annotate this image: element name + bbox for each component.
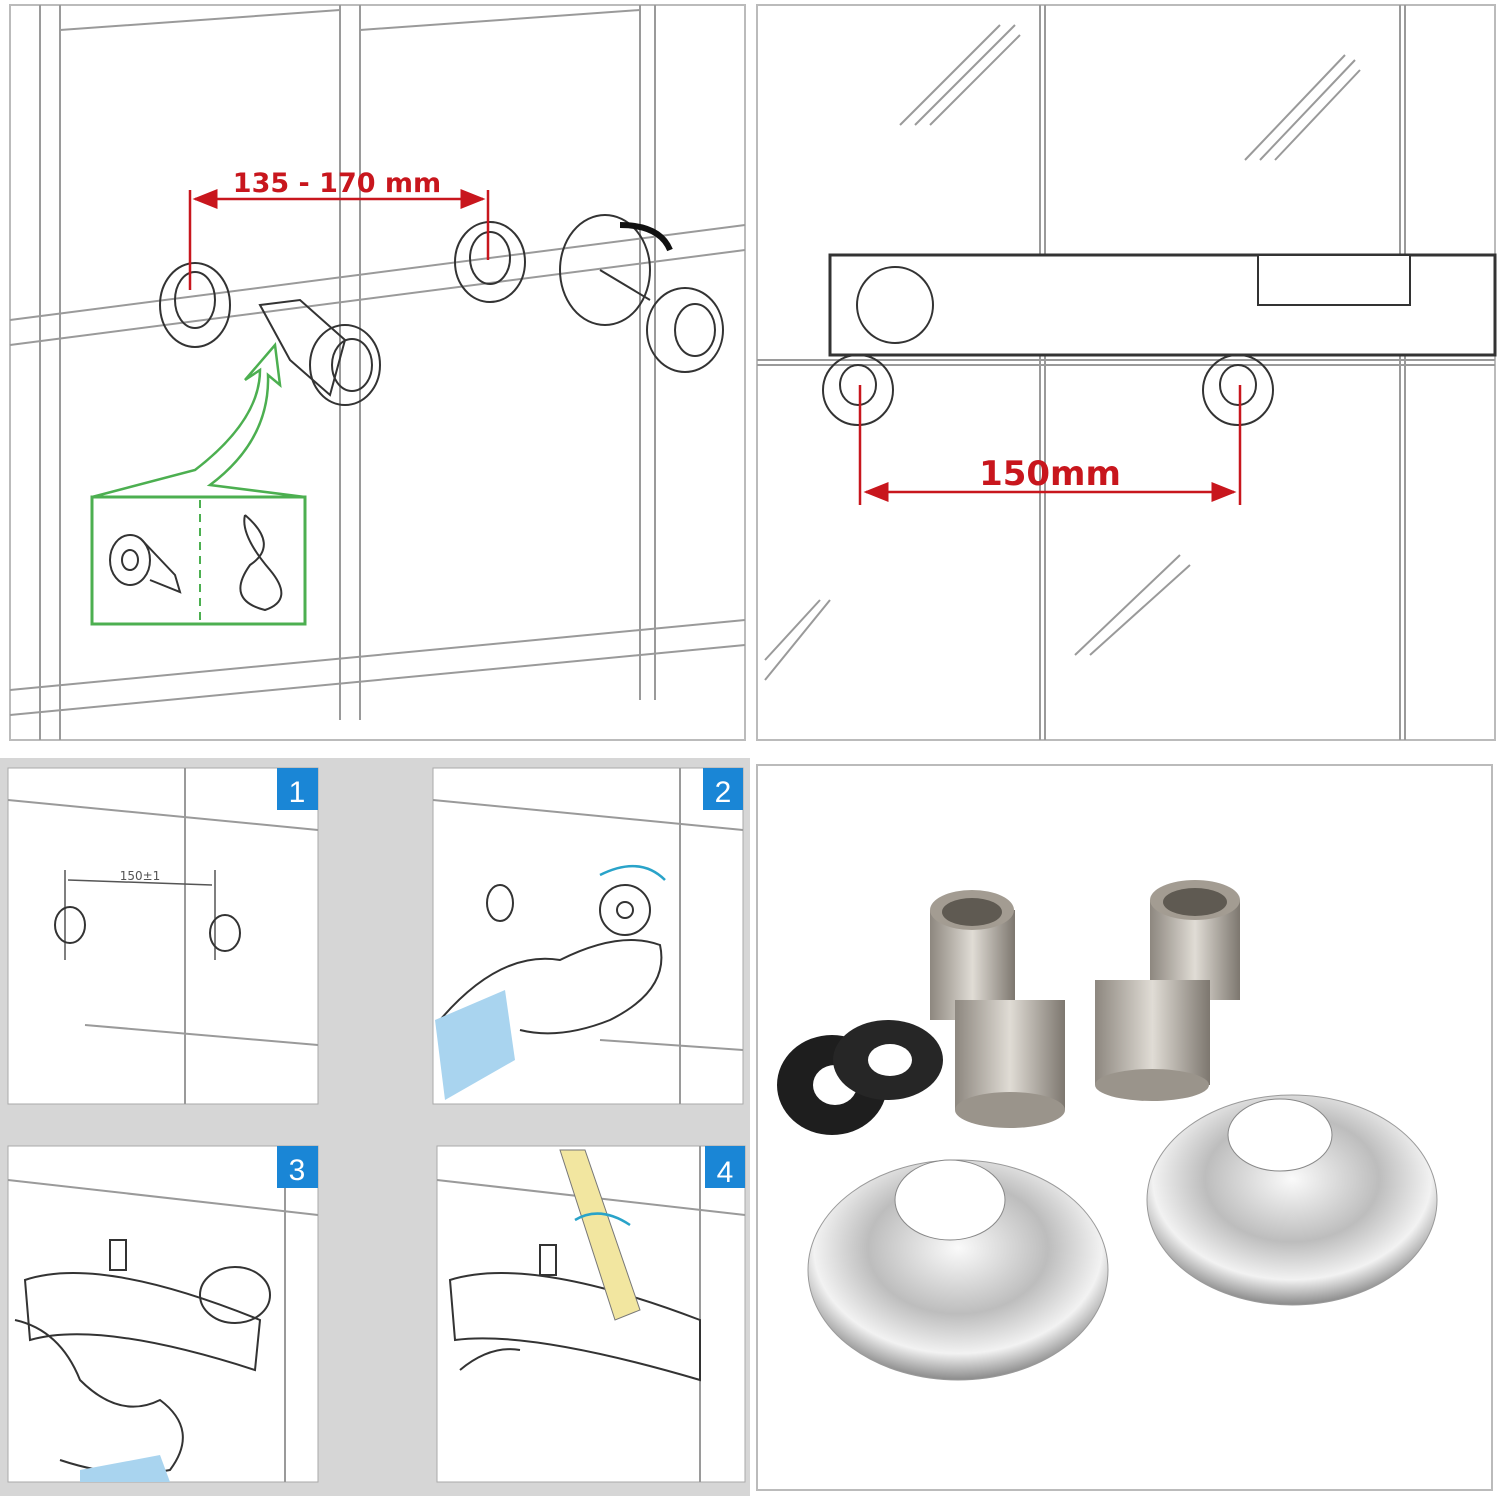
- dimension-150mm: 150mm: [858, 385, 1242, 505]
- wall-outlet-left: [159, 262, 231, 348]
- ptfe-tape-icon: [109, 534, 182, 594]
- dimension-label: 150±1: [120, 869, 161, 883]
- panel-product-photo: [756, 764, 1493, 1491]
- wrench-icon: [559, 1149, 641, 1321]
- step-number: 2: [715, 776, 732, 809]
- hemp-thread-icon: [239, 514, 283, 612]
- wall-outlet-right: [454, 221, 526, 303]
- step-2: 2: [432, 767, 744, 1105]
- step-1: 150±1 1: [7, 767, 319, 1105]
- rotating-connector-icon: [559, 214, 724, 373]
- tile-grid: [9, 5, 746, 740]
- tile-grid: [757, 5, 1495, 740]
- sealant-callout: [90, 342, 307, 626]
- installation-steps: 150±1 1 2 3: [0, 758, 750, 1496]
- step-4: 4: [436, 1145, 746, 1483]
- sleeve-icon: [435, 990, 515, 1100]
- eccentric-connector-icon: [1095, 880, 1240, 1101]
- panel-spacing-range: 135 - 170 mm: [9, 4, 746, 741]
- eccentric-connector-icon: [930, 890, 1065, 1128]
- eccentric-connector-icon: [258, 298, 381, 406]
- step-3: 3: [7, 1145, 319, 1483]
- dimension-label: 135 - 170 mm: [233, 168, 441, 199]
- chrome-escutcheon-icon: [1146, 1094, 1438, 1306]
- step-number: 1: [289, 776, 306, 809]
- mixer-body-icon: [822, 253, 1497, 426]
- rubber-washer-icon: [777, 1020, 943, 1135]
- dimension-135-170: 135 - 170 mm: [188, 168, 490, 290]
- step-number: 4: [717, 1156, 734, 1189]
- chrome-escutcheon-icon: [807, 1159, 1109, 1381]
- step-number: 3: [289, 1154, 306, 1187]
- dimension-label: 150mm: [979, 454, 1121, 494]
- panel-mixer-spacing: 150mm: [756, 4, 1497, 741]
